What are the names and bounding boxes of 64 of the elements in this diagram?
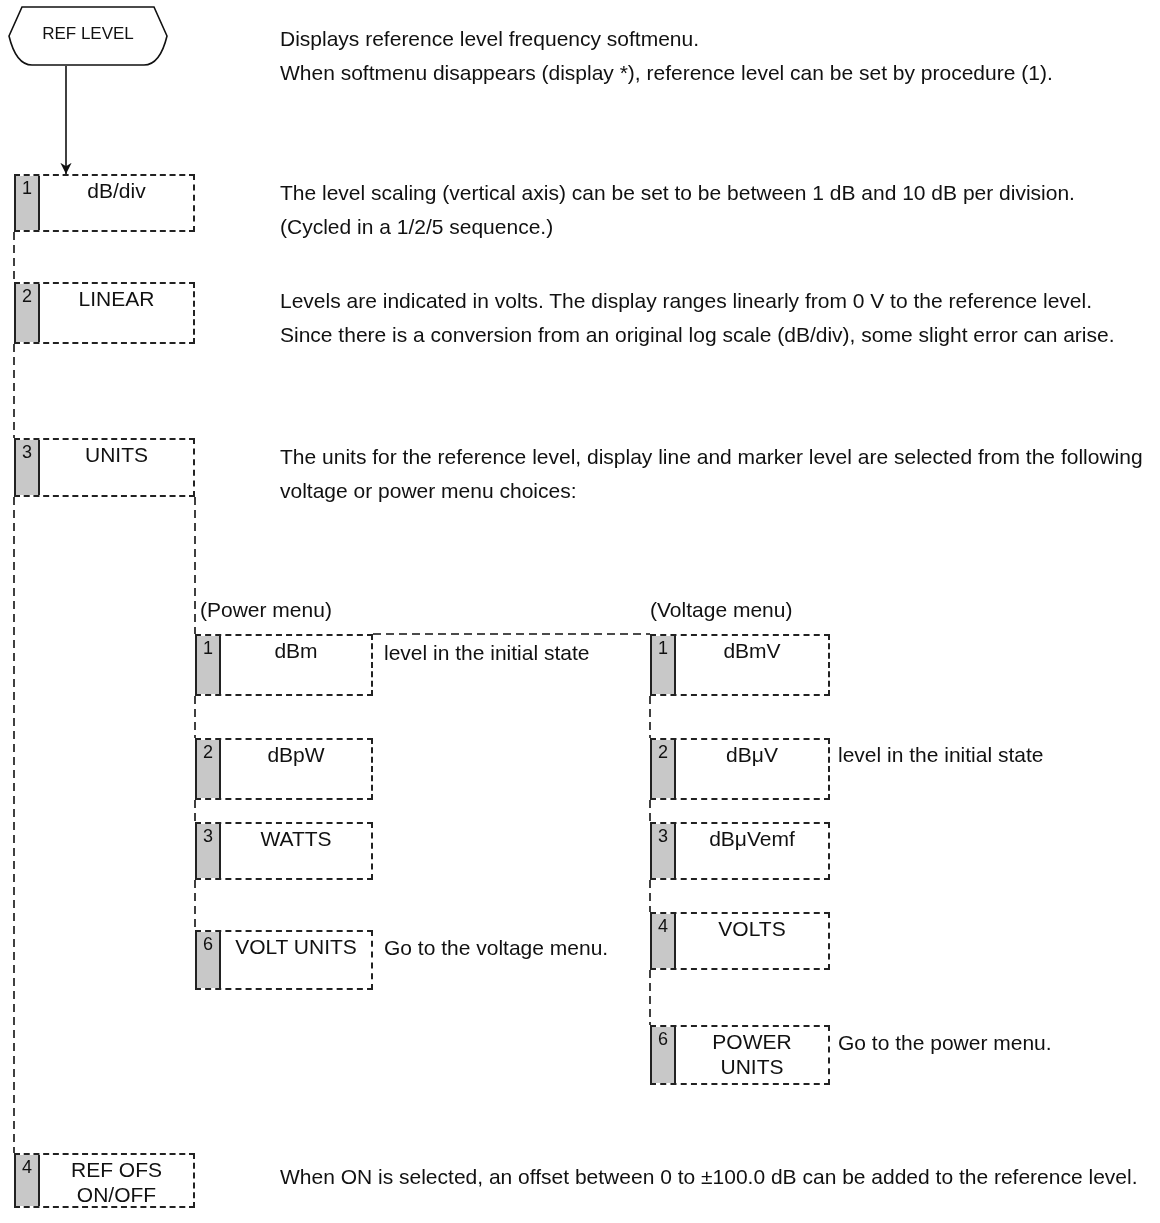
note-text: Go to the power menu. (838, 1030, 1053, 1056)
key-label: REF OFS ON/OFF (70, 1157, 163, 1207)
description-text: Displays reference level frequency softmenu. (280, 26, 701, 52)
note-text: level in the initial state (838, 742, 1045, 768)
description-text: Levels are indicated in volts. The display ranges linearly from 0 V to the reference level. Since there is a conversion from an original log scale (dB/div), some slight error can arise. (280, 288, 1116, 348)
key-number: 6 (197, 932, 221, 988)
softkey-box (14, 438, 195, 497)
key-label: dBμVemf (708, 826, 796, 851)
key-label: dB/div (86, 178, 147, 203)
dashed-connector (649, 969, 651, 1026)
dashed-connector (649, 695, 651, 739)
key-number: 1 (197, 636, 221, 694)
softkey-box (650, 912, 830, 970)
key-label: UNITS (84, 442, 149, 467)
key-number: 2 (652, 740, 676, 798)
menu-key-hexagon (8, 6, 168, 66)
softkey-box (195, 930, 373, 990)
key-number: 2 (197, 740, 221, 798)
description-text: The level scaling (vertical axis) can be set to be between 1 dB and 10 dB per division. (Cycled in a 1/2/5 sequence.) (280, 180, 1076, 240)
menu-heading: (Voltage menu) (650, 598, 794, 622)
key-label: LINEAR (77, 286, 156, 311)
description-text: When softmenu disappears (display *), reference level can be set by procedure (1). (280, 60, 1054, 86)
arrow (60, 65, 72, 175)
key-number: 1 (652, 636, 676, 694)
softkey-box (14, 1153, 195, 1208)
key-label: dBm (273, 638, 319, 663)
softkey-box (14, 282, 195, 344)
dashed-connector (372, 633, 651, 635)
description-text: The units for the reference level, display line and marker level are selected from the following voltage or power menu choices: (280, 444, 1144, 504)
dashed-connector (649, 799, 651, 823)
dashed-connector (194, 496, 196, 635)
key-number: 3 (16, 440, 40, 495)
menu-heading: (Power menu) (200, 598, 333, 622)
key-number: 3 (197, 824, 221, 878)
key-number: 2 (16, 284, 40, 342)
softkey-box (650, 738, 830, 800)
description-text: When ON is selected, an offset between 0 to ±100.0 dB can be added to the reference level. (280, 1164, 1139, 1190)
key-number: 6 (652, 1027, 676, 1083)
softkey-box (195, 634, 373, 696)
softkey-box (650, 634, 830, 696)
dashed-connector (194, 695, 196, 739)
key-number: 4 (16, 1155, 40, 1206)
dashed-connector (13, 496, 15, 1154)
key-label: VOLT UNITS (234, 934, 358, 959)
key-label: dBmV (722, 638, 782, 663)
note-text: Go to the voltage menu. (384, 935, 610, 961)
key-label: WATTS (259, 826, 333, 851)
key-number: 3 (652, 824, 676, 878)
dashed-connector (649, 879, 651, 913)
key-label: POWER UNITS (711, 1029, 793, 1079)
note-text: level in the initial state (384, 640, 591, 666)
softkey-box (195, 822, 373, 880)
softkey-box (14, 174, 195, 232)
softkey-box (195, 738, 373, 800)
key-number: 4 (652, 914, 676, 968)
dashed-connector (194, 799, 196, 823)
key-label: VOLTS (717, 916, 787, 941)
dashed-connector (13, 343, 15, 439)
key-number: 1 (16, 176, 40, 230)
key-label: dBμV (725, 742, 779, 767)
softkey-box (650, 822, 830, 880)
key-label: REF LEVEL (41, 24, 135, 44)
softkey-box (650, 1025, 830, 1085)
key-label: dBpW (266, 742, 326, 767)
